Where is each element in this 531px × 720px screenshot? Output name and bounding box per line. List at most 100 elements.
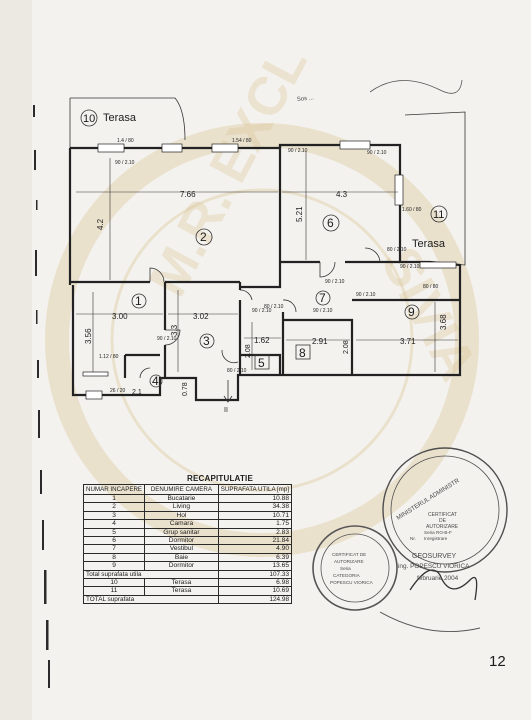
cell-num: 2 bbox=[82, 502, 146, 512]
cell-total-value: 124.98 bbox=[217, 594, 293, 605]
stamp-cert-line: Inregistrare bbox=[424, 536, 448, 541]
cell-num: 7 bbox=[82, 544, 146, 554]
room-1: 1 bbox=[135, 294, 142, 308]
stamp-left-line: CATEGORIA bbox=[333, 573, 361, 578]
dim-label: 5.21 bbox=[295, 206, 304, 222]
window-note: 1.54 / 80 bbox=[232, 138, 252, 144]
cell-area: 10.88 bbox=[217, 493, 293, 504]
terrace-left-label: Terasa bbox=[103, 112, 137, 124]
room-4: 4 bbox=[152, 374, 159, 388]
terrace-left-outline bbox=[69, 97, 186, 148]
room-5: 5 bbox=[258, 356, 265, 370]
cell-total-label: TOTAL suprafata bbox=[83, 594, 219, 605]
terrace-left-num: 10 bbox=[83, 113, 95, 125]
section-label: II bbox=[224, 407, 228, 414]
stamp-company: GEOSURVEY bbox=[412, 553, 457, 560]
header-num: NUMAR INCAPERE bbox=[82, 484, 146, 495]
cell-num: 1 bbox=[82, 493, 146, 504]
inner-walls bbox=[70, 145, 460, 378]
table-header-row: NUMAR INCAPERE DENUMIRE CAMERA SUPRAFATA… bbox=[82, 484, 293, 495]
cell-num: 11 bbox=[82, 586, 146, 596]
cell-area: 21.84 bbox=[217, 536, 293, 546]
room-3: 3 bbox=[203, 334, 210, 348]
door-note: 90 / 2.10 bbox=[115, 160, 135, 166]
dim-label: 0.78 bbox=[182, 382, 189, 396]
cell-name: Camara bbox=[144, 519, 219, 529]
dim-label: 2.08 bbox=[343, 340, 350, 354]
cell-num: 5 bbox=[82, 527, 146, 538]
top-stamp: Sos ... bbox=[297, 79, 463, 103]
dim-label: 1.62 bbox=[254, 336, 270, 345]
dim-label: 2.08 bbox=[245, 344, 252, 358]
cell-total-util-value: 107.33 bbox=[217, 569, 293, 580]
cell-num: 6 bbox=[82, 536, 146, 546]
signature bbox=[409, 569, 478, 601]
dim-label: 4.3 bbox=[336, 190, 348, 199]
cell-area: 6.98 bbox=[217, 578, 293, 588]
dimension-labels: 7.66 4.3 4.2 5.21 3.00 3.02 3.3 3.56 1.6… bbox=[84, 190, 448, 396]
cell-name: Bucatarie bbox=[144, 493, 219, 504]
top-stamp-text: Sos ... bbox=[297, 95, 315, 103]
door-note: 90 / 2.10 bbox=[157, 336, 177, 342]
door-note: 90 / 2.10 bbox=[313, 308, 333, 314]
cell-name: Dormitor bbox=[144, 536, 219, 546]
door-note: 90 / 2.10 bbox=[356, 292, 376, 298]
stamp-cert-line: CERTIFICAT bbox=[428, 512, 457, 518]
dimension-lines bbox=[76, 152, 458, 372]
window-note: 1.60 / 80 bbox=[402, 207, 422, 213]
room-8: 8 bbox=[299, 346, 306, 360]
cell-name: Dormitor bbox=[144, 561, 219, 571]
cell-area: 34.38 bbox=[217, 502, 293, 512]
dim-label: 2.91 bbox=[312, 337, 328, 346]
dim-label: 3.68 bbox=[439, 314, 448, 330]
cell-area: 2.83 bbox=[217, 527, 293, 538]
stamp-cert-line: Seria RO-B-F bbox=[424, 530, 452, 535]
room-9: 9 bbox=[408, 305, 415, 319]
cell-num: 9 bbox=[82, 561, 146, 571]
table-title: RECAPITULATIE bbox=[186, 474, 253, 483]
door-note: 90 / 2.10 bbox=[367, 150, 387, 156]
binding-speckles bbox=[33, 105, 50, 688]
binding-edge bbox=[0, 0, 32, 720]
cell-name: Grup sanitar bbox=[144, 527, 219, 538]
room-2: 2 bbox=[200, 230, 207, 244]
door-note: 90 / 2.10 bbox=[252, 308, 272, 314]
stamp-cert-line: Nr. bbox=[410, 536, 416, 541]
window-marks bbox=[82, 140, 457, 400]
dim-label: 3.56 bbox=[84, 328, 93, 344]
door-note: 80 / 2.10 bbox=[387, 247, 407, 253]
cell-area: 6.39 bbox=[217, 552, 293, 563]
door-note: 80 / 2.10 bbox=[264, 304, 284, 310]
room-7: 7 bbox=[319, 291, 326, 305]
cell-area: 10.69 bbox=[217, 586, 293, 596]
dim-label: 2.1 bbox=[132, 389, 142, 396]
window-note: 1.12 / 80 bbox=[99, 354, 119, 360]
cell-name: Terasa bbox=[144, 586, 219, 596]
opening-notes: 1.4 / 80 1.54 / 80 1.60 / 80 80 / 80 1.1… bbox=[99, 138, 439, 394]
cell-name: Terasa bbox=[144, 578, 219, 588]
window-note: 80 / 80 bbox=[423, 284, 439, 290]
window-note: 26 / 20 bbox=[110, 388, 126, 394]
floor-plan: 1 2 3 4 5 6 7 8 9 10 Terasa 11 Terasa bbox=[68, 97, 466, 414]
summary-table: NUMAR INCAPERE DENUMIRE CAMERA SUPRAFATA… bbox=[82, 484, 293, 605]
cell-area: 4.90 bbox=[217, 544, 293, 554]
stamp-left-line: Seria bbox=[340, 566, 351, 571]
page-number: 12 bbox=[489, 653, 506, 670]
room-6: 6 bbox=[327, 216, 334, 230]
dim-label: 3.3 bbox=[170, 324, 179, 336]
stamp-date: februarie 2004 bbox=[417, 575, 459, 582]
cell-total-util-label: Total suprafata utila bbox=[83, 569, 219, 580]
header-area: SUPRAFATA UTILA [mp] bbox=[217, 484, 293, 495]
section-mark: II bbox=[223, 380, 233, 414]
